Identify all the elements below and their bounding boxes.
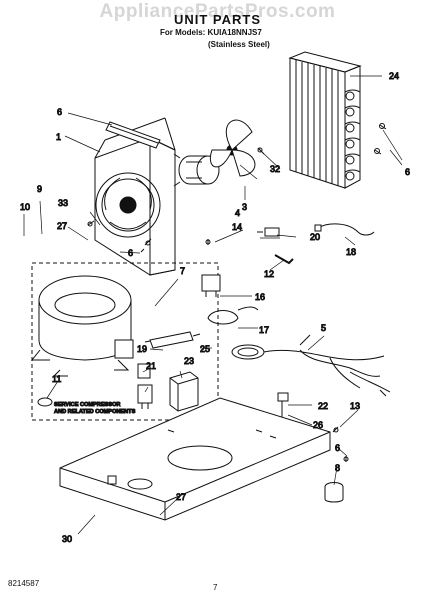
compressor[interactable] — [30, 275, 134, 407]
filter-drier[interactable] — [144, 331, 201, 349]
callout-6b: 6 — [128, 248, 133, 258]
callout-13: 13 — [350, 401, 360, 411]
callout-9: 10 — [20, 202, 30, 212]
callout-numbers: 6 1 24 32 6 3 9 10 33 4 27 14 6 20 18 7 … — [20, 71, 411, 545]
start-relay[interactable] — [137, 363, 153, 409]
fan-blade[interactable] — [210, 119, 256, 177]
screw[interactable] — [140, 238, 152, 253]
callout-18: 19 — [137, 344, 147, 354]
callout-3: 3 — [242, 202, 247, 212]
callout-24: 24 — [389, 71, 399, 81]
drain-tube[interactable] — [274, 254, 294, 265]
fan-shroud[interactable] — [94, 117, 176, 276]
callout-15: 16 — [255, 292, 265, 302]
callout-22: 22 — [318, 401, 328, 411]
fan-motor[interactable] — [173, 153, 220, 187]
callout-10: 8 — [335, 463, 340, 473]
page-title: UNIT PARTS — [173, 12, 262, 27]
screw[interactable] — [379, 123, 387, 130]
thermistor-harness[interactable] — [314, 223, 375, 236]
screw[interactable] — [332, 426, 339, 433]
service-note-line1: SERVICE COMPRESSOR — [54, 402, 120, 408]
capillary-bracket[interactable] — [207, 306, 259, 325]
shroud-gasket[interactable] — [105, 121, 161, 149]
capacitor[interactable] — [169, 371, 199, 412]
relay-block[interactable] — [201, 274, 221, 297]
service-components-box — [31, 262, 219, 421]
callout-12: 12 — [264, 269, 274, 279]
callout-25: 26 — [313, 420, 323, 430]
callout-6c: 6 — [335, 443, 340, 453]
finish-line: (Stainless Steel) — [208, 40, 270, 49]
screw[interactable] — [205, 239, 211, 245]
screw[interactable] — [87, 220, 95, 227]
callout-17: 18 — [346, 247, 356, 257]
callout-6a: 6 — [405, 167, 410, 177]
wire-harness[interactable] — [231, 334, 391, 397]
callout-14: 14 — [232, 222, 242, 232]
callout-8: 9 — [37, 184, 42, 194]
screw[interactable] — [343, 456, 349, 462]
callout-20: 21 — [146, 361, 156, 371]
callout-19: 20 — [310, 232, 320, 242]
page-number: 7 — [213, 583, 218, 592]
callout-16: 17 — [259, 325, 269, 335]
callout-11: 11 — [52, 374, 61, 384]
models-line: For Models: KUIA18NNJS7 — [160, 28, 262, 37]
callout-7: 7 — [180, 266, 185, 276]
foot[interactable] — [324, 482, 344, 503]
callout-1: 1 — [56, 132, 61, 142]
leader-lines — [23, 75, 403, 535]
callout-4: 4 — [235, 208, 240, 218]
callout-27: 27 — [57, 221, 67, 231]
callout-32: 32 — [270, 164, 280, 174]
callout-30: 30 — [62, 534, 72, 544]
watermark: AppliancePartsPros.com — [99, 1, 336, 22]
callout-33: 33 — [58, 198, 68, 208]
callout-23: 25 — [200, 344, 210, 354]
callout-5: 5 — [321, 323, 326, 333]
service-note-line2: AND RELATED COMPONENTS — [54, 409, 136, 415]
callout-2: 6 — [57, 107, 62, 117]
document-number: 8214587 — [8, 579, 40, 588]
base-pan[interactable] — [59, 397, 331, 521]
grommet[interactable] — [277, 392, 289, 417]
callout-21: 23 — [184, 356, 194, 366]
callout-26: 27 — [176, 492, 186, 502]
condenser-coil[interactable] — [288, 51, 362, 189]
screw[interactable] — [374, 148, 382, 155]
sensor[interactable] — [257, 227, 280, 237]
